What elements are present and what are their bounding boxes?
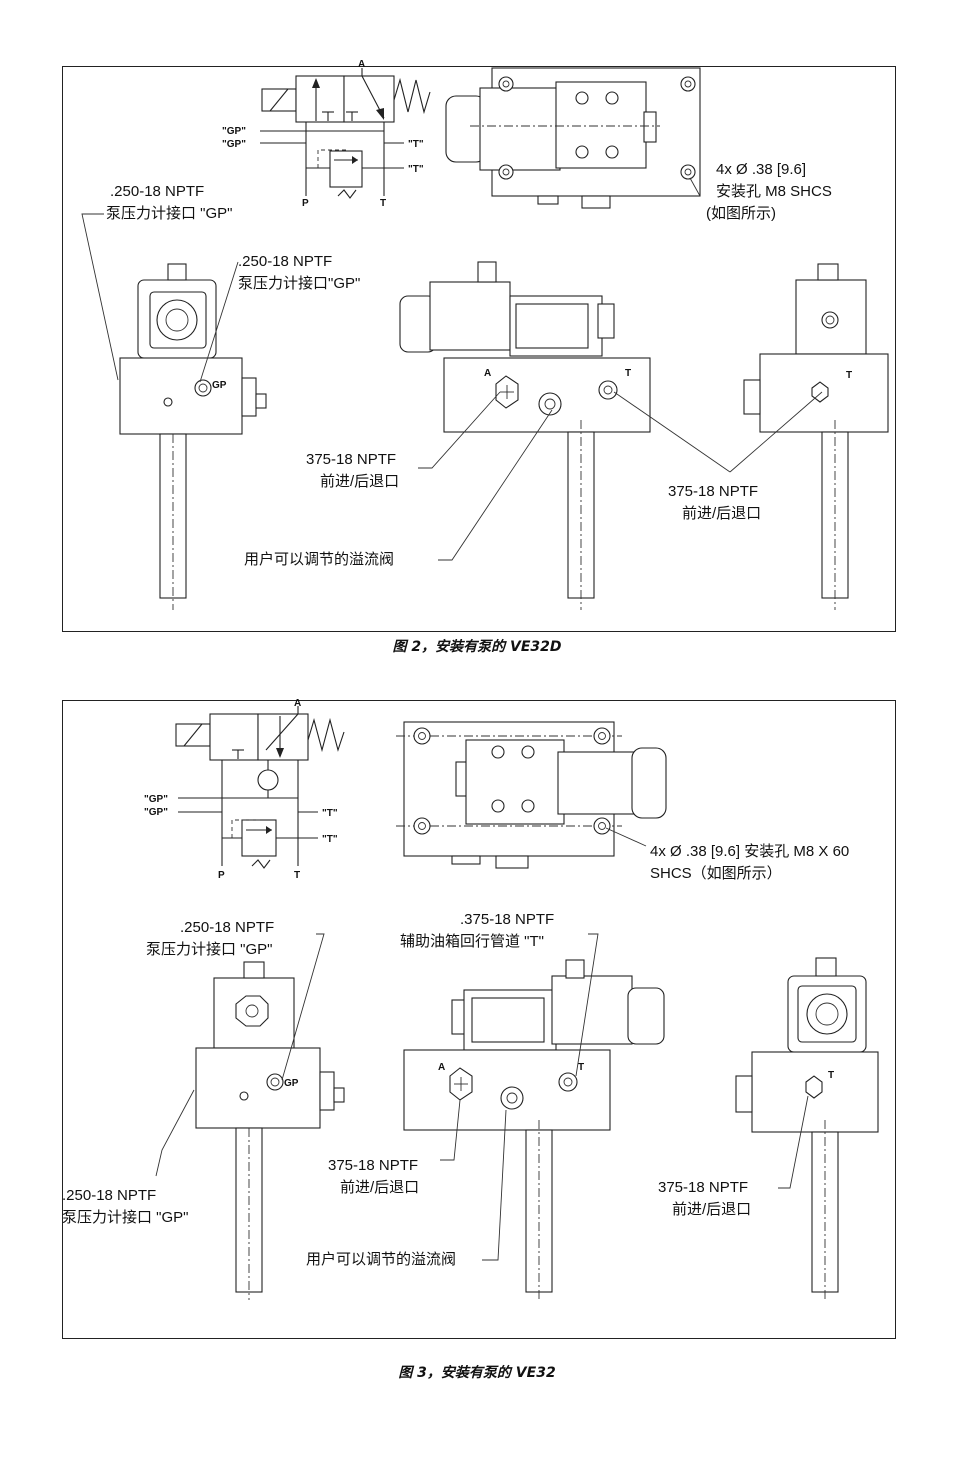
- fig3-schem-t2: "T": [322, 834, 338, 845]
- fig3-gp-left-thread: .250-18 NPTF: [62, 1187, 156, 1204]
- fig2-schem-t1: "T": [408, 139, 424, 150]
- fig3-a-tag: A: [438, 1062, 445, 1073]
- fig3-hydraulic-schematic: A "GP" "GP" "T" "T" P T: [144, 698, 345, 881]
- fig3-t-tag-right: T: [828, 1070, 834, 1081]
- fig3-gp-left-desc: 泵压力计接口 "GP": [62, 1209, 189, 1226]
- fig2-hydraulic-schematic: A "GP" "GP" "T" "T" P T: [222, 59, 431, 209]
- fig2-leaders: [81, 177, 823, 561]
- fig2-relief-valve: 用户可以调节的溢流阀: [244, 551, 394, 568]
- fig2-mount-bolt: 安装孔 M8 SHCS: [716, 183, 832, 200]
- fig3-tank-desc: 辅助油箱回行管道 "T": [400, 933, 544, 950]
- fig2-port-t-thread: 375-18 NPTF: [668, 483, 758, 500]
- fig2-port-a-thread: 375-18 NPTF: [306, 451, 396, 468]
- fig3-relief-valve: 用户可以调节的溢流阀: [306, 1251, 456, 1268]
- fig3-schem-t1: "T": [322, 808, 338, 819]
- fig3-center-view: A T: [403, 959, 665, 1300]
- fig3-left-view: GP: [195, 961, 345, 1300]
- fig3-schem-t: T: [294, 870, 300, 881]
- fig3-leaders: [155, 827, 809, 1261]
- fig3-schem-gp2: "GP": [144, 807, 168, 818]
- fig3-mount-spec: 4x Ø .38 [9.6] 安装孔 M8 X 60: [650, 843, 849, 860]
- fig2-mount-spec: 4x Ø .38 [9.6]: [716, 161, 806, 178]
- fig2-schem-gp1: "GP": [222, 126, 246, 137]
- fig3-port-a-desc: 前进/后退口: [340, 1179, 419, 1196]
- fig3-tank-thread: .375-18 NPTF: [460, 911, 554, 928]
- fig3-schem-p: P: [218, 870, 225, 881]
- fig3-port-a-thread: 375-18 NPTF: [328, 1157, 418, 1174]
- fig3-top-view: [396, 721, 667, 869]
- fig2-gp-tag: GP: [212, 380, 227, 391]
- fig3-right-view: T: [735, 957, 879, 1300]
- fig2-schem-p: P: [302, 198, 309, 209]
- fig2-port-a-desc: 前进/后退口: [320, 473, 399, 490]
- fig2-schem-a: A: [358, 59, 365, 70]
- fig2-t-tag-right: T: [846, 370, 852, 381]
- fig2-schem-t2: "T": [408, 164, 424, 175]
- fig3-gp-mid-thread: .250-18 NPTF: [180, 919, 274, 936]
- fig3-schem-gp1: "GP": [144, 794, 168, 805]
- fig2-left-view: GP: [119, 263, 267, 610]
- figure-2-caption: 图 2，安装有泵的 VE32D: [392, 639, 562, 655]
- fig2-center-view: A T: [399, 261, 651, 610]
- fig2-port-t-desc: 前进/后退口: [682, 505, 761, 522]
- fig2-gp-mid-thread: .250-18 NPTF: [238, 253, 332, 270]
- fig2-schem-t: T: [380, 198, 386, 209]
- fig3-port-t-desc: 前进/后退口: [672, 1201, 751, 1218]
- fig2-gp-left-desc: 泵压力计接口 "GP": [106, 205, 233, 222]
- fig3-port-t-thread: 375-18 NPTF: [658, 1179, 748, 1196]
- fig2-t-tag: T: [625, 368, 631, 379]
- fig2-top-view: [445, 67, 701, 209]
- fig3-gp-tag: GP: [284, 1078, 299, 1089]
- fig3-schem-a: A: [294, 698, 301, 709]
- fig2-gp-mid-desc: 泵压力计接口"GP": [238, 275, 360, 292]
- fig3-t-tag: T: [578, 1062, 584, 1073]
- fig2-a-tag: A: [484, 368, 491, 379]
- fig2-schem-gp2: "GP": [222, 139, 246, 150]
- fig3-gp-mid-desc: 泵压力计接口 "GP": [146, 941, 273, 958]
- fig2-mount-note: (如图所示): [706, 205, 776, 222]
- figure-3-caption: 图 3，安装有泵的 VE32: [398, 1365, 556, 1381]
- fig2-gp-left-thread: .250-18 NPTF: [110, 183, 204, 200]
- fig3-mount-bolt: SHCS（如图所示）: [650, 865, 782, 882]
- fig2-right-view: T: [743, 263, 889, 610]
